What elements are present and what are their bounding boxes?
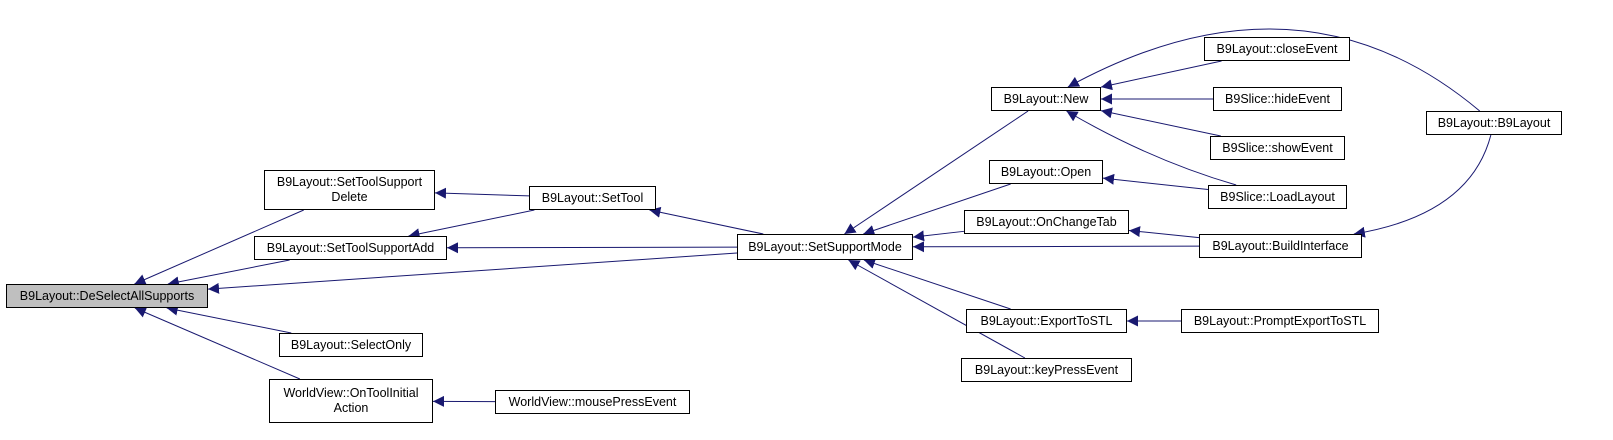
edge-ontoolinitialaction-to-deselect xyxy=(134,307,301,380)
edge-buildinterface-to-setsupportmode xyxy=(912,241,1200,253)
edge-settool-to-settoolsupportdelete xyxy=(434,187,530,199)
edge-exporttostl-to-setsupportmode xyxy=(863,258,1011,310)
edge-setsupportmode-to-settool xyxy=(649,206,764,235)
node-hideevent[interactable]: B9Slice::hideEvent xyxy=(1213,87,1342,111)
edge-new-to-setsupportmode xyxy=(844,110,1029,235)
edge-b9layout-to-buildinterface xyxy=(1353,134,1492,238)
node-buildinterface[interactable]: B9Layout::BuildInterface xyxy=(1199,234,1362,258)
node-showevent[interactable]: B9Slice::showEvent xyxy=(1210,136,1345,160)
node-b9layout[interactable]: B9Layout::B9Layout xyxy=(1426,111,1562,135)
edge-onchangetab-to-setsupportmode xyxy=(912,230,965,242)
node-settoolsupportadd[interactable]: B9Layout::SetToolSupportAdd xyxy=(254,236,447,260)
edge-setsupportmode-to-deselect xyxy=(207,252,738,294)
edge-b9layout-to-new xyxy=(1067,28,1481,112)
node-closeevent[interactable]: B9Layout::closeEvent xyxy=(1204,37,1350,61)
edge-closeevent-to-new xyxy=(1100,60,1222,91)
node-settoolsupportdelete[interactable]: B9Layout::SetToolSupport Delete xyxy=(264,170,435,210)
node-loadlayout[interactable]: B9Slice::LoadLayout xyxy=(1208,185,1347,209)
node-open[interactable]: B9Layout::Open xyxy=(989,160,1103,184)
edge-settool-to-settoolsupportadd xyxy=(408,209,535,240)
edge-buildinterface-to-onchangetab xyxy=(1128,226,1200,239)
edge-selectonly-to-deselect xyxy=(166,304,292,334)
node-selectonly[interactable]: B9Layout::SelectOnly xyxy=(279,333,423,357)
edge-loadlayout-to-open xyxy=(1102,173,1209,190)
node-promptexporttostl[interactable]: B9Layout::PromptExportToSTL xyxy=(1181,309,1379,333)
edge-settoolsupportdelete-to-deselect xyxy=(134,209,304,285)
node-onchangetab[interactable]: B9Layout::OnChangeTab xyxy=(964,210,1129,234)
node-settool[interactable]: B9Layout::SetTool xyxy=(529,186,656,210)
node-deselect: B9Layout::DeSelectAllSupports xyxy=(6,284,208,308)
edge-setsupportmode-to-settoolsupportadd xyxy=(446,242,738,254)
node-new[interactable]: B9Layout::New xyxy=(991,87,1101,111)
node-exporttostl[interactable]: B9Layout::ExportToSTL xyxy=(966,309,1127,333)
edge-keypressevent-to-setsupportmode xyxy=(848,259,1026,359)
edge-loadlayout-to-new xyxy=(1066,110,1237,186)
edge-settoolsupportadd-to-deselect xyxy=(167,259,290,288)
node-setsupportmode[interactable]: B9Layout::SetSupportMode xyxy=(737,234,913,260)
edge-open-to-setsupportmode xyxy=(863,183,1011,236)
node-keypressevent[interactable]: B9Layout::keyPressEvent xyxy=(961,358,1132,382)
node-mousepressevent[interactable]: WorldView::mousePressEvent xyxy=(495,390,690,414)
node-ontoolinitialaction[interactable]: WorldView::OnToolInitial Action xyxy=(269,379,433,423)
edge-showevent-to-new xyxy=(1100,107,1221,137)
